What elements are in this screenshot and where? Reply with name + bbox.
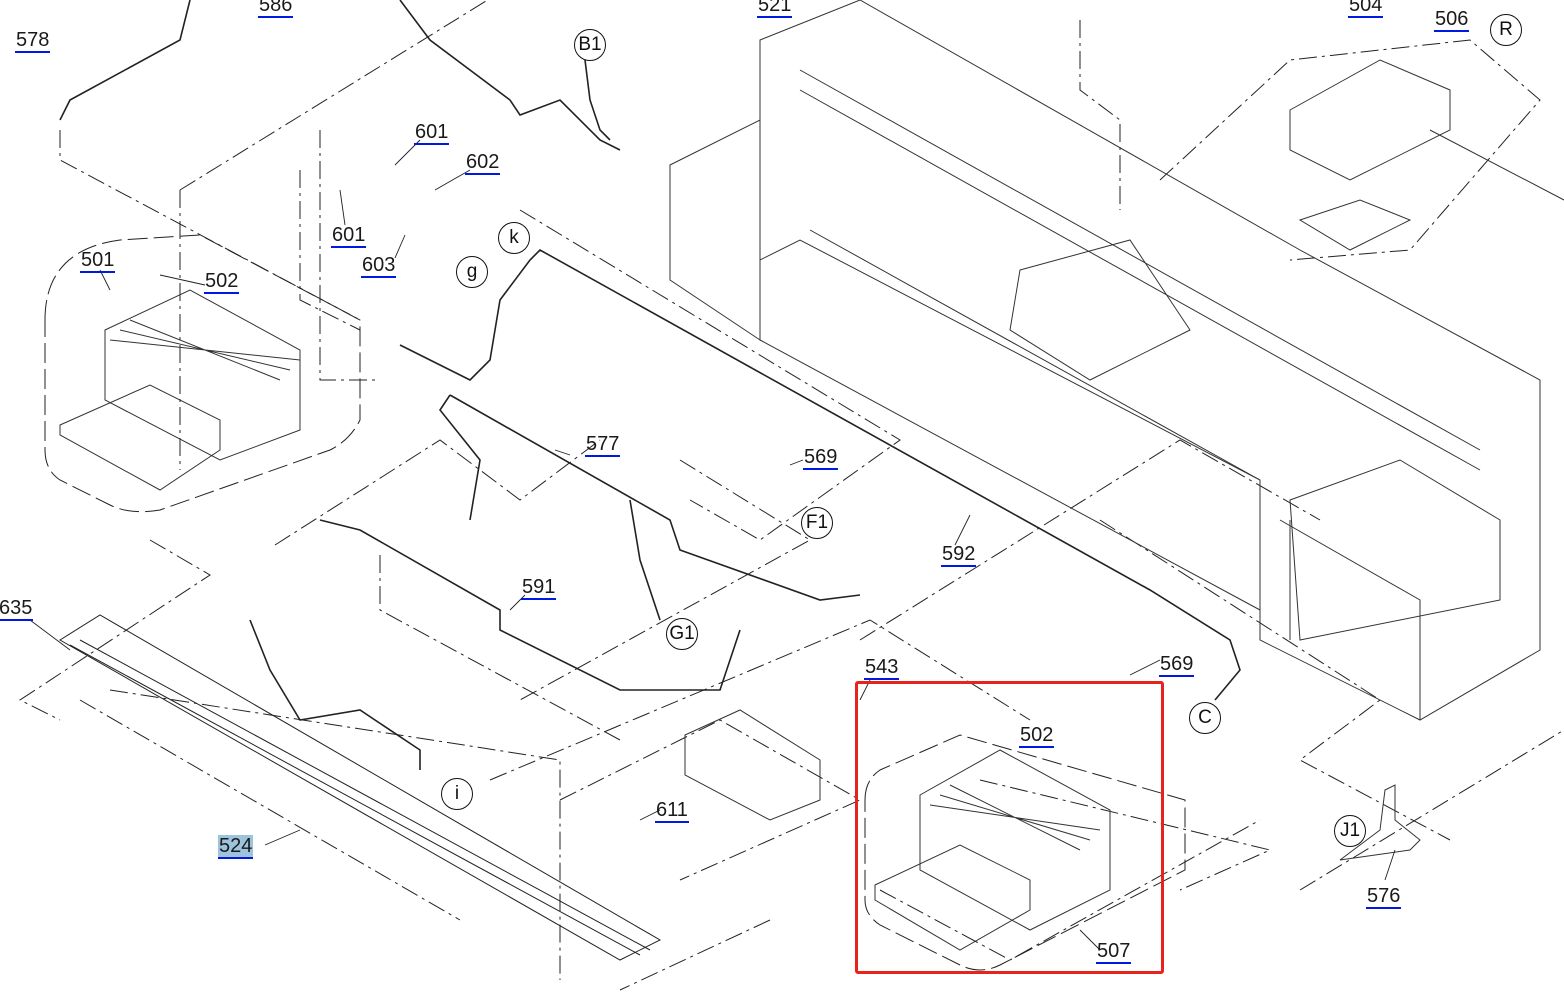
callout-B1[interactable]: B1 xyxy=(574,29,606,61)
callout-C[interactable]: C xyxy=(1189,702,1221,734)
part-link-576[interactable]: 576 xyxy=(1366,885,1402,909)
part-link-578[interactable]: 578 xyxy=(15,29,51,53)
part-link-507[interactable]: 507 xyxy=(1096,940,1132,964)
part-link-543[interactable]: 543 xyxy=(864,656,900,680)
ink-tank-assembly-right xyxy=(874,749,1111,951)
power-unit-611 xyxy=(684,709,821,821)
main-frame xyxy=(669,0,1541,721)
part-link-506[interactable]: 506 xyxy=(1434,8,1470,32)
part-link-601-second[interactable]: 601 xyxy=(331,224,367,248)
part-link-502-second[interactable]: 502 xyxy=(1019,724,1055,748)
part-link-521[interactable]: 521 xyxy=(757,0,793,18)
part-link-635[interactable]: 635 xyxy=(0,597,34,621)
callout-F1[interactable]: F1 xyxy=(801,507,833,539)
callout-R[interactable]: R xyxy=(1490,14,1522,46)
cables xyxy=(59,0,1241,770)
callout-g[interactable]: g xyxy=(456,256,488,288)
part-link-603[interactable]: 603 xyxy=(361,254,397,278)
assembly-guide-lines xyxy=(19,0,1564,991)
part-link-524-selected[interactable]: 524 xyxy=(218,835,254,859)
group-outline-lines xyxy=(44,234,1186,971)
rail-524 xyxy=(59,614,662,961)
callout-i[interactable]: i xyxy=(441,778,473,810)
highlight-box-507 xyxy=(855,681,1164,974)
part-576 xyxy=(1339,784,1421,861)
part-link-504[interactable]: 504 xyxy=(1348,0,1384,18)
part-link-569[interactable]: 569 xyxy=(803,446,839,470)
callout-G1[interactable]: G1 xyxy=(666,618,698,650)
part-link-501[interactable]: 501 xyxy=(80,249,116,273)
carriage-506 xyxy=(1289,59,1564,251)
part-link-586[interactable]: 586 xyxy=(258,0,294,18)
ink-tank-assembly-left xyxy=(59,289,301,491)
part-link-601[interactable]: 601 xyxy=(414,121,450,145)
part-link-592[interactable]: 592 xyxy=(941,543,977,567)
callout-J1[interactable]: J1 xyxy=(1334,815,1366,847)
part-link-502[interactable]: 502 xyxy=(204,270,240,294)
part-link-602[interactable]: 602 xyxy=(465,151,501,175)
leader-lines xyxy=(29,139,1396,951)
part-link-577[interactable]: 577 xyxy=(585,433,621,457)
callout-k[interactable]: k xyxy=(498,222,530,254)
part-link-611[interactable]: 611 xyxy=(655,799,689,823)
part-link-591[interactable]: 591 xyxy=(521,576,557,600)
part-link-569-second[interactable]: 569 xyxy=(1159,653,1195,677)
